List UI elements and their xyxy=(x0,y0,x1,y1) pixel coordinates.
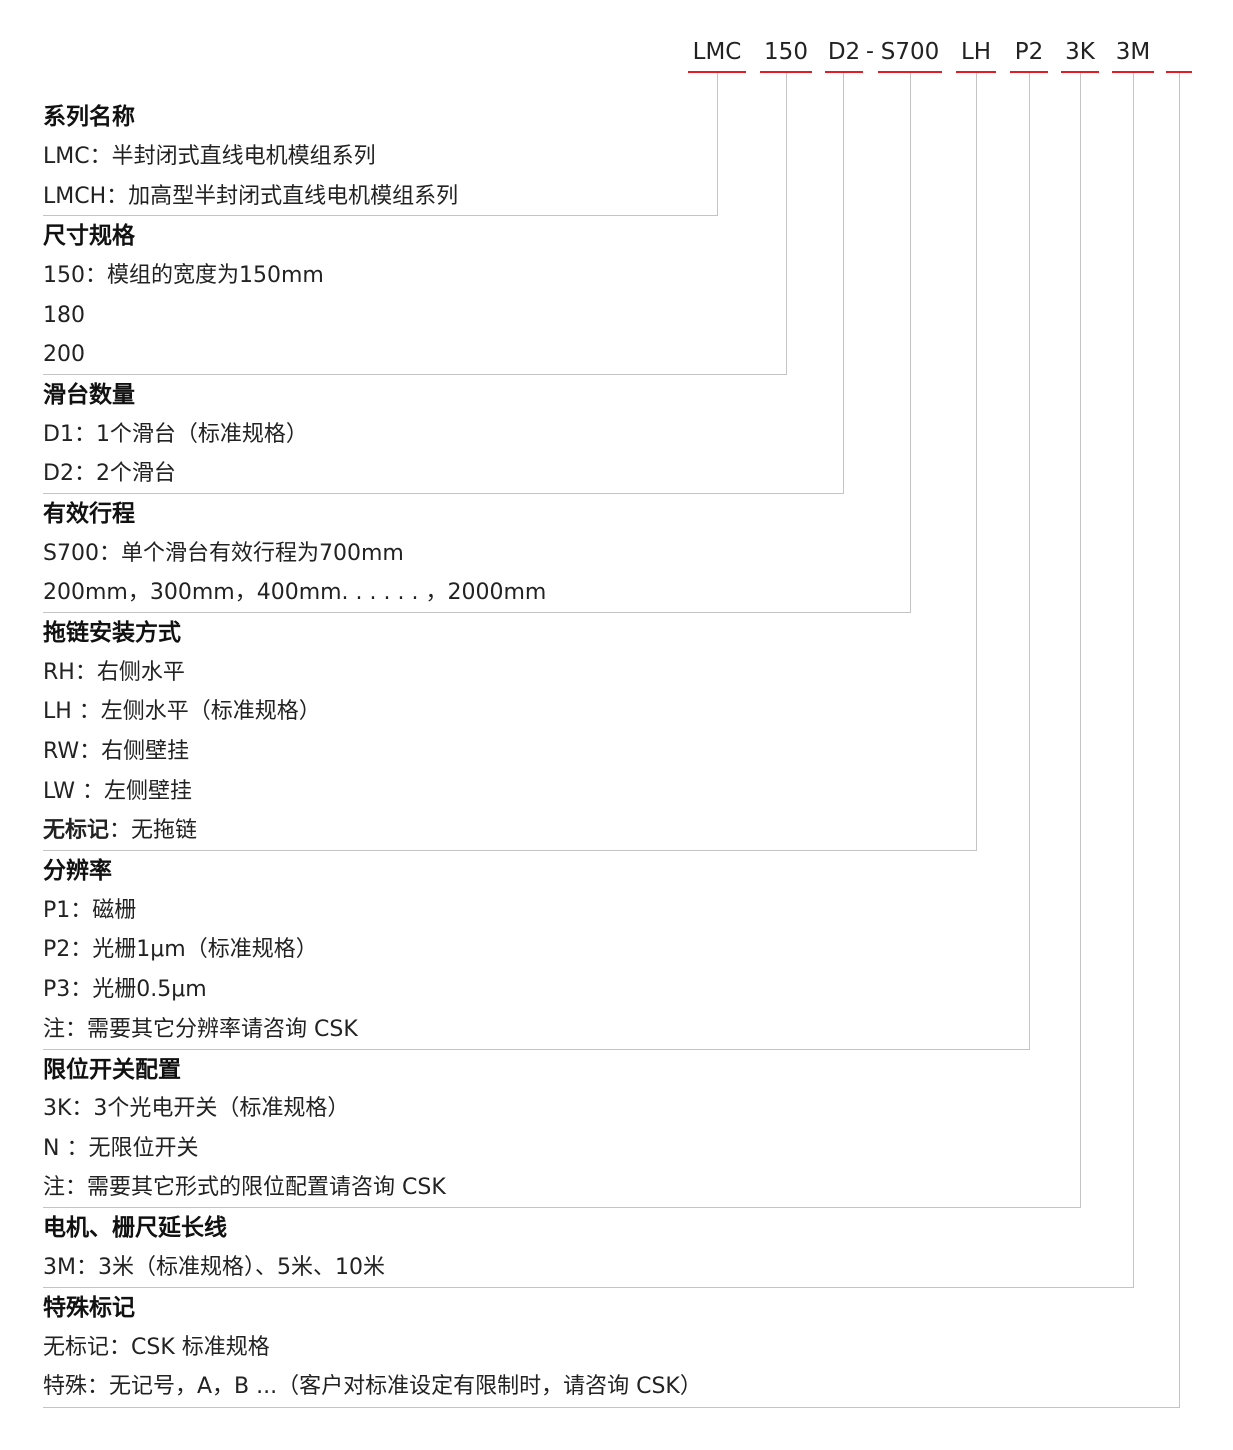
section-heading: 特殊标记 xyxy=(43,1295,135,1321)
connector-vertical xyxy=(717,73,718,216)
section-line: P3：光栅0.5μm xyxy=(43,977,207,1002)
code-resolution: P2 xyxy=(1014,39,1044,65)
section-line: 3K：3个光电开关（标准规格） xyxy=(43,1096,350,1121)
code-cable-chain: LH xyxy=(960,39,992,65)
section-heading: 有效行程 xyxy=(43,501,135,527)
section-line: 特殊：无记号，A，B ...（客户对标准设定有限制时，请咨询 CSK） xyxy=(43,1374,702,1399)
section-line: 无标记：无拖链 xyxy=(43,811,197,851)
code-extension-cable: 3M xyxy=(1115,39,1151,65)
section-line: 注：需要其它分辨率请咨询 CSK xyxy=(43,1017,358,1042)
section-line: 180 xyxy=(43,303,85,328)
connector-horizontal xyxy=(43,1287,1134,1288)
code-dash: - xyxy=(866,39,874,64)
code-limit-switch: 3K xyxy=(1065,39,1095,65)
section-line: 注：需要其它形式的限位配置请咨询 CSK xyxy=(43,1175,446,1200)
section-line: N ：无限位开关 xyxy=(43,1136,199,1161)
code-series: LMC xyxy=(692,39,742,65)
section-line: 200 xyxy=(43,342,85,367)
connector-vertical xyxy=(786,73,787,375)
connector-horizontal xyxy=(43,493,844,494)
connector-horizontal xyxy=(43,374,787,375)
connector-vertical xyxy=(1029,73,1030,1050)
section-heading: 滑台数量 xyxy=(43,382,135,408)
section-line: D1：1个滑台（标准规格） xyxy=(43,422,308,447)
section-line: LW ：左侧壁挂 xyxy=(43,779,192,804)
section-heading: 限位开关配置 xyxy=(43,1057,181,1083)
underline-special-mark xyxy=(1166,71,1192,73)
section-heading: 分辨率 xyxy=(43,858,112,884)
section-line: P1：磁栅 xyxy=(43,898,137,923)
section-line: P2：光栅1μm（标准规格） xyxy=(43,937,318,962)
connector-horizontal xyxy=(43,1407,1180,1408)
code-size: 150 xyxy=(764,39,808,65)
no-mark-label: 无标记 xyxy=(43,818,110,843)
section-heading: 尺寸规格 xyxy=(43,223,135,249)
section-line: 无标记：CSK 标准规格 xyxy=(43,1335,270,1360)
underline-cable-chain xyxy=(956,71,996,73)
section-heading: 拖链安装方式 xyxy=(43,620,181,646)
connector-vertical xyxy=(910,73,911,613)
section-line: S700：单个滑台有效行程为700mm xyxy=(43,541,404,566)
connector-vertical xyxy=(1080,73,1081,1208)
underline-extension-cable xyxy=(1112,71,1154,73)
code-slides: D2 xyxy=(827,39,861,65)
connector-vertical xyxy=(976,73,977,851)
no-mark-text: ：无拖链 xyxy=(109,818,198,843)
underline-stroke xyxy=(878,71,942,73)
section-line: 150：模组的宽度为150mm xyxy=(43,263,324,288)
underline-size xyxy=(760,71,812,73)
section-line: LH ：左侧水平（标准规格） xyxy=(43,699,321,724)
section-line: RH：右侧水平 xyxy=(43,660,185,685)
section-line: RW：右侧壁挂 xyxy=(43,739,190,764)
section-heading: 系列名称 xyxy=(43,104,135,130)
connector-vertical xyxy=(1133,73,1134,1288)
section-line: 3M：3米（标准规格）、5米、10米 xyxy=(43,1255,385,1280)
code-stroke: S700 xyxy=(880,39,940,65)
connector-horizontal xyxy=(43,612,911,613)
connector-horizontal xyxy=(43,1049,1030,1050)
connector-horizontal xyxy=(43,215,718,216)
section-line: LMC：半封闭式直线电机模组系列 xyxy=(43,144,376,169)
underline-resolution xyxy=(1010,71,1048,73)
section-heading: 电机、栅尺延长线 xyxy=(43,1215,227,1241)
connector-vertical xyxy=(1179,73,1180,1408)
section-line: LMCH：加高型半封闭式直线电机模组系列 xyxy=(43,184,459,209)
connector-horizontal xyxy=(43,850,977,851)
connector-vertical xyxy=(843,73,844,494)
section-line: 200mm，300mm，400mm. . . . . . ，2000mm xyxy=(43,580,547,605)
section-line: D2：2个滑台 xyxy=(43,461,176,486)
underline-limit-switch xyxy=(1061,71,1099,73)
connector-horizontal xyxy=(43,1207,1081,1208)
underline-slides xyxy=(825,71,863,73)
underline-series xyxy=(688,71,746,73)
